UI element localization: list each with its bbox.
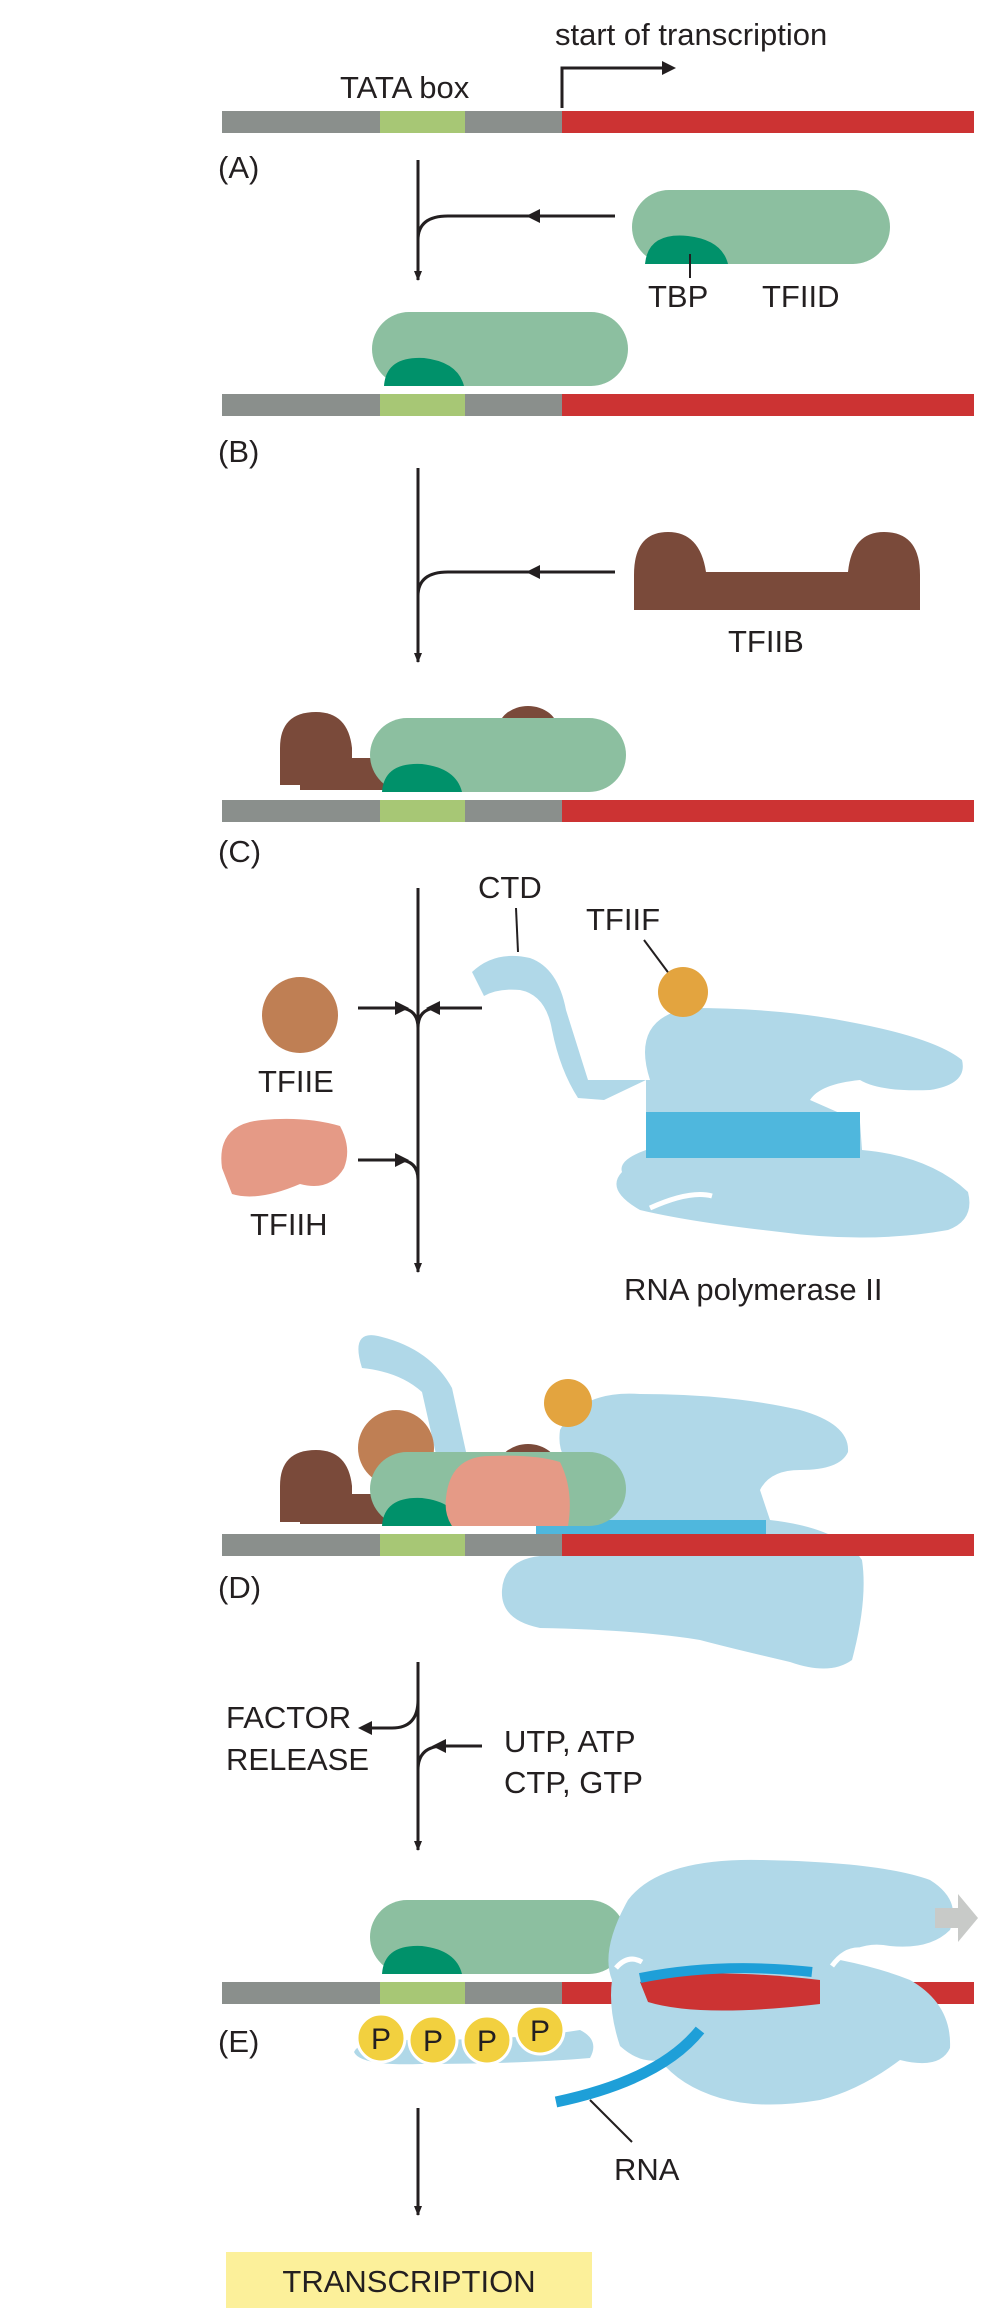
rna-label: RNA	[614, 2152, 680, 2187]
tfiib-label: TFIIB	[728, 624, 804, 659]
phosphate-circle	[514, 2004, 566, 2056]
tfiid-label: TFIID	[762, 279, 840, 314]
join-arrowhead	[526, 565, 540, 579]
transcribed-dna	[562, 394, 974, 416]
transcribed-dna	[562, 800, 974, 822]
start-of-transcription-label: start of transcription	[555, 17, 827, 52]
transcription-box	[226, 2252, 592, 2308]
phosphate-label: P	[530, 2015, 550, 2048]
panel-label-a: (A)	[218, 150, 259, 185]
tfiif-label: TFIIF	[586, 902, 660, 937]
panel-label-b: (B)	[218, 434, 259, 469]
phosphate-label: P	[477, 2025, 497, 2058]
phosphate-label: P	[423, 2025, 443, 2058]
join-arrowhead	[426, 1001, 440, 1015]
panel-e: P P P P RNA (E)	[218, 1859, 978, 2187]
dna-strand-c	[222, 800, 974, 822]
pol-ii-cleft	[646, 1112, 860, 1158]
transcription-label: TRANSCRIPTION	[282, 2264, 535, 2299]
join-arrowhead	[526, 209, 540, 223]
join-arrowhead	[395, 1153, 409, 1167]
tata-box-label: TATA box	[340, 70, 470, 105]
tbp-bound	[382, 763, 462, 792]
panel-label-e: (E)	[218, 2024, 259, 2059]
tfiie-label: TFIIE	[258, 1064, 334, 1099]
phosphate-circle	[407, 2014, 459, 2066]
tbp-bound-d	[382, 1497, 462, 1526]
tfiih-label: TFIIH	[250, 1207, 328, 1242]
tata-box-segment	[380, 1534, 465, 1556]
ntp-line-2: CTP, GTP	[504, 1765, 643, 1800]
tata-box-segment	[380, 800, 465, 822]
factor-release-line-2: RELEASE	[226, 1742, 369, 1777]
ctd-label: CTD	[478, 870, 542, 905]
transcribed-dna	[562, 1534, 974, 1556]
dna-strand-d	[222, 1534, 974, 1556]
step-e-to-transcription: TRANSCRIPTION	[226, 2108, 592, 2308]
join-arrow	[416, 1006, 482, 1029]
join-arrowhead	[432, 1739, 446, 1753]
panel-b: (B)	[218, 312, 974, 469]
step-a-to-b: TBP TFIID	[414, 160, 890, 314]
rna-leader-line	[589, 2099, 633, 2143]
tbp-shape	[645, 235, 728, 264]
pol-ii-groove	[829, 1947, 871, 1968]
rna-dna-hybrid	[639, 1963, 813, 1983]
tfiie-shape	[262, 977, 338, 1053]
transcription-start-arrowhead	[662, 61, 676, 75]
release-arrowhead	[358, 1721, 372, 1735]
join-arrow	[358, 1006, 420, 1029]
tata-box-segment	[380, 1982, 465, 2004]
tata-box-segment	[380, 111, 465, 133]
join-arrowhead	[395, 1001, 409, 1015]
factor-release-line-1: FACTOR	[226, 1700, 351, 1735]
ctd-tail	[358, 1335, 470, 1472]
tfiih-bound	[445, 1455, 570, 1526]
pol-ii-body	[472, 955, 970, 1238]
tfiif-bound	[544, 1379, 592, 1427]
phosphate-label: P	[371, 2023, 391, 2056]
step-d-to-e: FACTOR RELEASE UTP, ATP CTP, GTP	[226, 1662, 643, 1851]
dna-in-pol-ii	[640, 1973, 820, 2011]
tbp-bound	[384, 357, 464, 386]
step-c-to-d: TFIIE TFIIH CTD TFIIF RNA polymerase II	[221, 870, 970, 1307]
release-arrow	[368, 1699, 420, 1730]
movement-arrow	[935, 1894, 978, 1942]
dna-strand-a	[222, 111, 974, 133]
join-arrow	[358, 1158, 420, 1181]
tbp-remaining	[382, 1945, 462, 1974]
panel-d: (D)	[218, 1335, 974, 1669]
join-arrow	[416, 214, 615, 241]
step-b-to-c: TFIIB	[414, 468, 920, 663]
tfiif-shape	[658, 967, 708, 1017]
tfiid-complex	[632, 190, 890, 278]
tbp-label: TBP	[648, 279, 708, 314]
rna-strand	[554, 2026, 705, 2108]
panel-a: start of transcription TATA box (A)	[218, 17, 974, 185]
panel-label-d: (D)	[218, 1570, 261, 1605]
rna-polymerase-ii-label: RNA polymerase II	[624, 1272, 882, 1307]
ctd-leader-line	[515, 907, 519, 953]
join-arrow	[416, 570, 615, 597]
rna-polymerase-ii	[472, 955, 970, 1238]
phosphate-circle	[461, 2014, 513, 2066]
transcribed-dna	[562, 111, 974, 133]
phosphate-group: P P P P	[355, 2004, 566, 2066]
ntp-line-1: UTP, ATP	[504, 1724, 636, 1759]
pol-ii-groove	[614, 1956, 644, 1970]
dna-strand-b	[222, 394, 974, 416]
panel-label-c: (C)	[218, 834, 261, 869]
pol-ii-groove	[648, 1192, 713, 1211]
tfiif-leader-line	[643, 939, 671, 976]
join-arrow	[416, 1744, 482, 1771]
panel-c: (C)	[218, 706, 974, 869]
tfiih-shape	[221, 1118, 348, 1197]
tata-box-segment	[380, 394, 465, 416]
transcription-start-arrow	[560, 66, 665, 108]
tfiib-shape	[634, 532, 920, 610]
phosphate-circle	[355, 2012, 407, 2064]
